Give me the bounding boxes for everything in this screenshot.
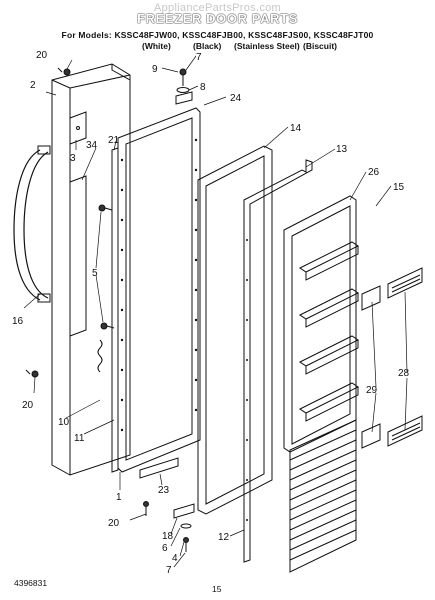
document-number: 4396831 [14,578,48,588]
diagram-title: FREEZER DOOR PARTS [137,11,298,26]
label-26: 26 [368,167,380,178]
color-stainless: (Stainless Steel) [234,41,300,51]
label-9: 9 [152,64,158,75]
label-20-bottom: 20 [108,518,120,529]
liner-strip [243,159,313,563]
page-number: 15 [212,584,222,594]
label-34: 34 [86,140,98,151]
label-16: 16 [12,316,24,327]
label-21: 21 [108,135,120,146]
color-white: (White) [142,41,171,51]
label-20-top: 20 [36,50,48,61]
watermark: AppliancePartsPros.com [153,2,282,14]
label-13: 13 [336,144,348,155]
label-20-mid: 20 [22,400,34,411]
label-5: 5 [92,268,98,279]
door-gasket [197,145,273,515]
label-11: 11 [74,433,85,444]
trim-strip [69,175,87,337]
top-hinge-assembly [175,68,193,105]
model-color-row: (White) (Black) (Stainless Steel) (Biscu… [0,41,435,53]
label-8: 8 [200,82,206,93]
diagram-header: AppliancePartsPros.com FREEZER DOOR PART… [0,0,435,56]
label-4: 4 [172,553,178,564]
louvered-panel [289,419,357,573]
label-1: 1 [116,492,122,503]
label-7-bottom: 7 [166,565,172,576]
door-shelves [299,241,359,422]
shelf-end-caps [361,285,381,449]
liner-strip-holes [246,239,248,521]
model-list: For Models: KSSC48FJW00, KSSC48FJB00, KS… [61,30,374,40]
bottom-hinge-assembly [139,457,195,552]
label-12: 12 [218,532,230,543]
label-23: 23 [158,485,170,496]
label-2: 2 [30,80,36,91]
handle-screws [98,204,115,330]
label-18: 18 [162,531,174,542]
shelf-trims [387,267,423,447]
color-black: (Black) [193,41,222,51]
leader-lines [23,55,408,568]
label-24: 24 [230,93,242,104]
label-10: 10 [58,417,70,428]
gasket-frame-holes [120,138,198,432]
label-6: 6 [162,543,168,554]
label-14: 14 [290,123,302,134]
screw-20-mid [25,369,39,378]
label-28: 28 [398,368,410,379]
label-15: 15 [393,182,405,193]
label-3: 3 [70,153,76,164]
label-29: 29 [366,385,378,396]
hinge-bracket [69,111,87,145]
label-7-top: 7 [196,52,202,63]
door-handle [13,145,51,303]
screw-20-top [57,67,71,76]
part-labels: 20 2 3 34 5 16 20 10 11 1 21 9 7 8 24 14… [12,50,410,576]
edge-strip [111,147,119,473]
color-biscuit: (Biscuit) [303,41,337,51]
